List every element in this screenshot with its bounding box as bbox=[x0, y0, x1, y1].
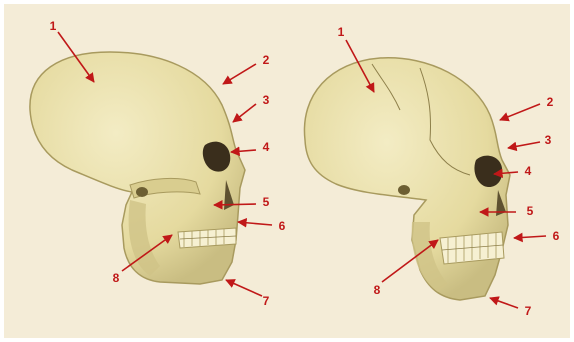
left-label-1: 1 bbox=[50, 20, 57, 32]
right-label-7: 7 bbox=[525, 305, 532, 317]
right-label-1: 1 bbox=[338, 26, 345, 38]
right-label-5: 5 bbox=[527, 205, 534, 217]
left-label-8: 8 bbox=[113, 272, 120, 284]
left-label-5: 5 bbox=[263, 196, 270, 208]
right-label-8: 8 bbox=[374, 284, 381, 296]
left-skull-teeth bbox=[178, 228, 236, 248]
right-arrow-3 bbox=[508, 142, 540, 148]
left-arrow-7 bbox=[226, 280, 262, 296]
left-label-3: 3 bbox=[263, 94, 270, 106]
right-label-3: 3 bbox=[545, 134, 552, 146]
right-label-6: 6 bbox=[553, 230, 560, 242]
left-label-7: 7 bbox=[263, 295, 270, 307]
left-arrow-2 bbox=[223, 64, 256, 84]
right-arrow-6 bbox=[514, 236, 546, 238]
left-skull-ear-opening bbox=[136, 187, 148, 197]
left-label-2: 2 bbox=[263, 54, 270, 66]
left-label-6: 6 bbox=[279, 220, 286, 232]
right-label-2: 2 bbox=[547, 96, 554, 108]
left-label-4: 4 bbox=[263, 141, 270, 153]
left-arrow-5 bbox=[214, 204, 256, 205]
right-arrow-7 bbox=[490, 298, 518, 308]
right-label-4: 4 bbox=[525, 165, 532, 177]
right-skull-ear-opening bbox=[398, 185, 410, 195]
right-arrow-2 bbox=[500, 104, 540, 120]
left-skull bbox=[30, 52, 245, 284]
right-skull-teeth bbox=[440, 232, 504, 264]
left-arrow-6 bbox=[238, 222, 272, 225]
left-arrow-3 bbox=[233, 104, 256, 122]
